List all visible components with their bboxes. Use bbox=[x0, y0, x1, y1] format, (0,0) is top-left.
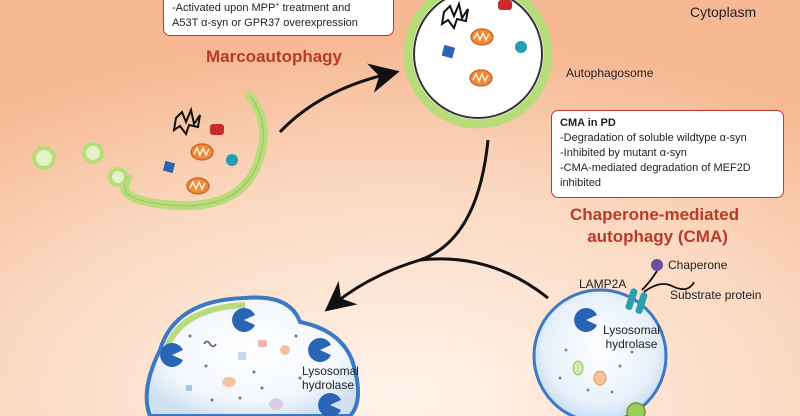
lysosomal-hydrolase-label-right: Lysosomal hydrolase bbox=[603, 323, 660, 351]
protein-cargo-red bbox=[210, 124, 224, 135]
lysosomal-hydrolase-label-left: Lysosomal hydrolase bbox=[302, 364, 359, 392]
vesicle-icon bbox=[32, 142, 128, 187]
chaperone-label: Chaperone bbox=[668, 258, 728, 272]
mitochondrion-icon bbox=[469, 69, 493, 87]
lamp2a-label: LAMP2A bbox=[579, 277, 627, 291]
cma-lumen-cargo bbox=[558, 348, 634, 394]
protein-cargo-blue bbox=[162, 160, 176, 174]
mitochondrion-icon bbox=[470, 28, 494, 46]
protein-cargo-blue bbox=[441, 44, 456, 59]
protein-cargo-red bbox=[498, 0, 512, 10]
degraded-cargo bbox=[186, 334, 302, 410]
cma-info-box: CMA in PD -Degradation of soluble wildty… bbox=[551, 110, 784, 198]
phagophore-membrane bbox=[120, 91, 268, 211]
lamp2a-receptor-icon bbox=[625, 288, 648, 314]
mitochondrion-icon bbox=[186, 177, 210, 195]
arrow-phagophore-to-autophagosome bbox=[278, 63, 400, 134]
protein-cargo-teal bbox=[515, 41, 527, 53]
mitochondrion-icon bbox=[190, 143, 214, 161]
autophagosome-label: Autophagosome bbox=[566, 66, 654, 80]
cma-lysosome bbox=[532, 288, 668, 416]
cma-title: Chaperone-mediated autophagy (CMA) bbox=[570, 205, 740, 246]
substrate-vesicle bbox=[626, 402, 646, 416]
substrate-protein-label: Substrate protein bbox=[670, 288, 762, 302]
protein-aggregate-icon bbox=[440, 0, 469, 31]
arrow-cma-to-autolysosome bbox=[419, 257, 549, 300]
protein-aggregate-icon bbox=[172, 106, 201, 137]
protein-cargo-teal bbox=[226, 154, 238, 166]
macroautophagy-title: Marcoautophagy bbox=[206, 47, 343, 66]
chaperone-icon bbox=[641, 259, 695, 293]
autophagosome bbox=[403, 0, 553, 129]
cytoplasm-label: Cytoplasm bbox=[690, 4, 757, 20]
autolysosome bbox=[144, 295, 360, 416]
macroautophagy-info-box: -Activated upon MPP+ treatment and A53T … bbox=[163, 0, 394, 36]
